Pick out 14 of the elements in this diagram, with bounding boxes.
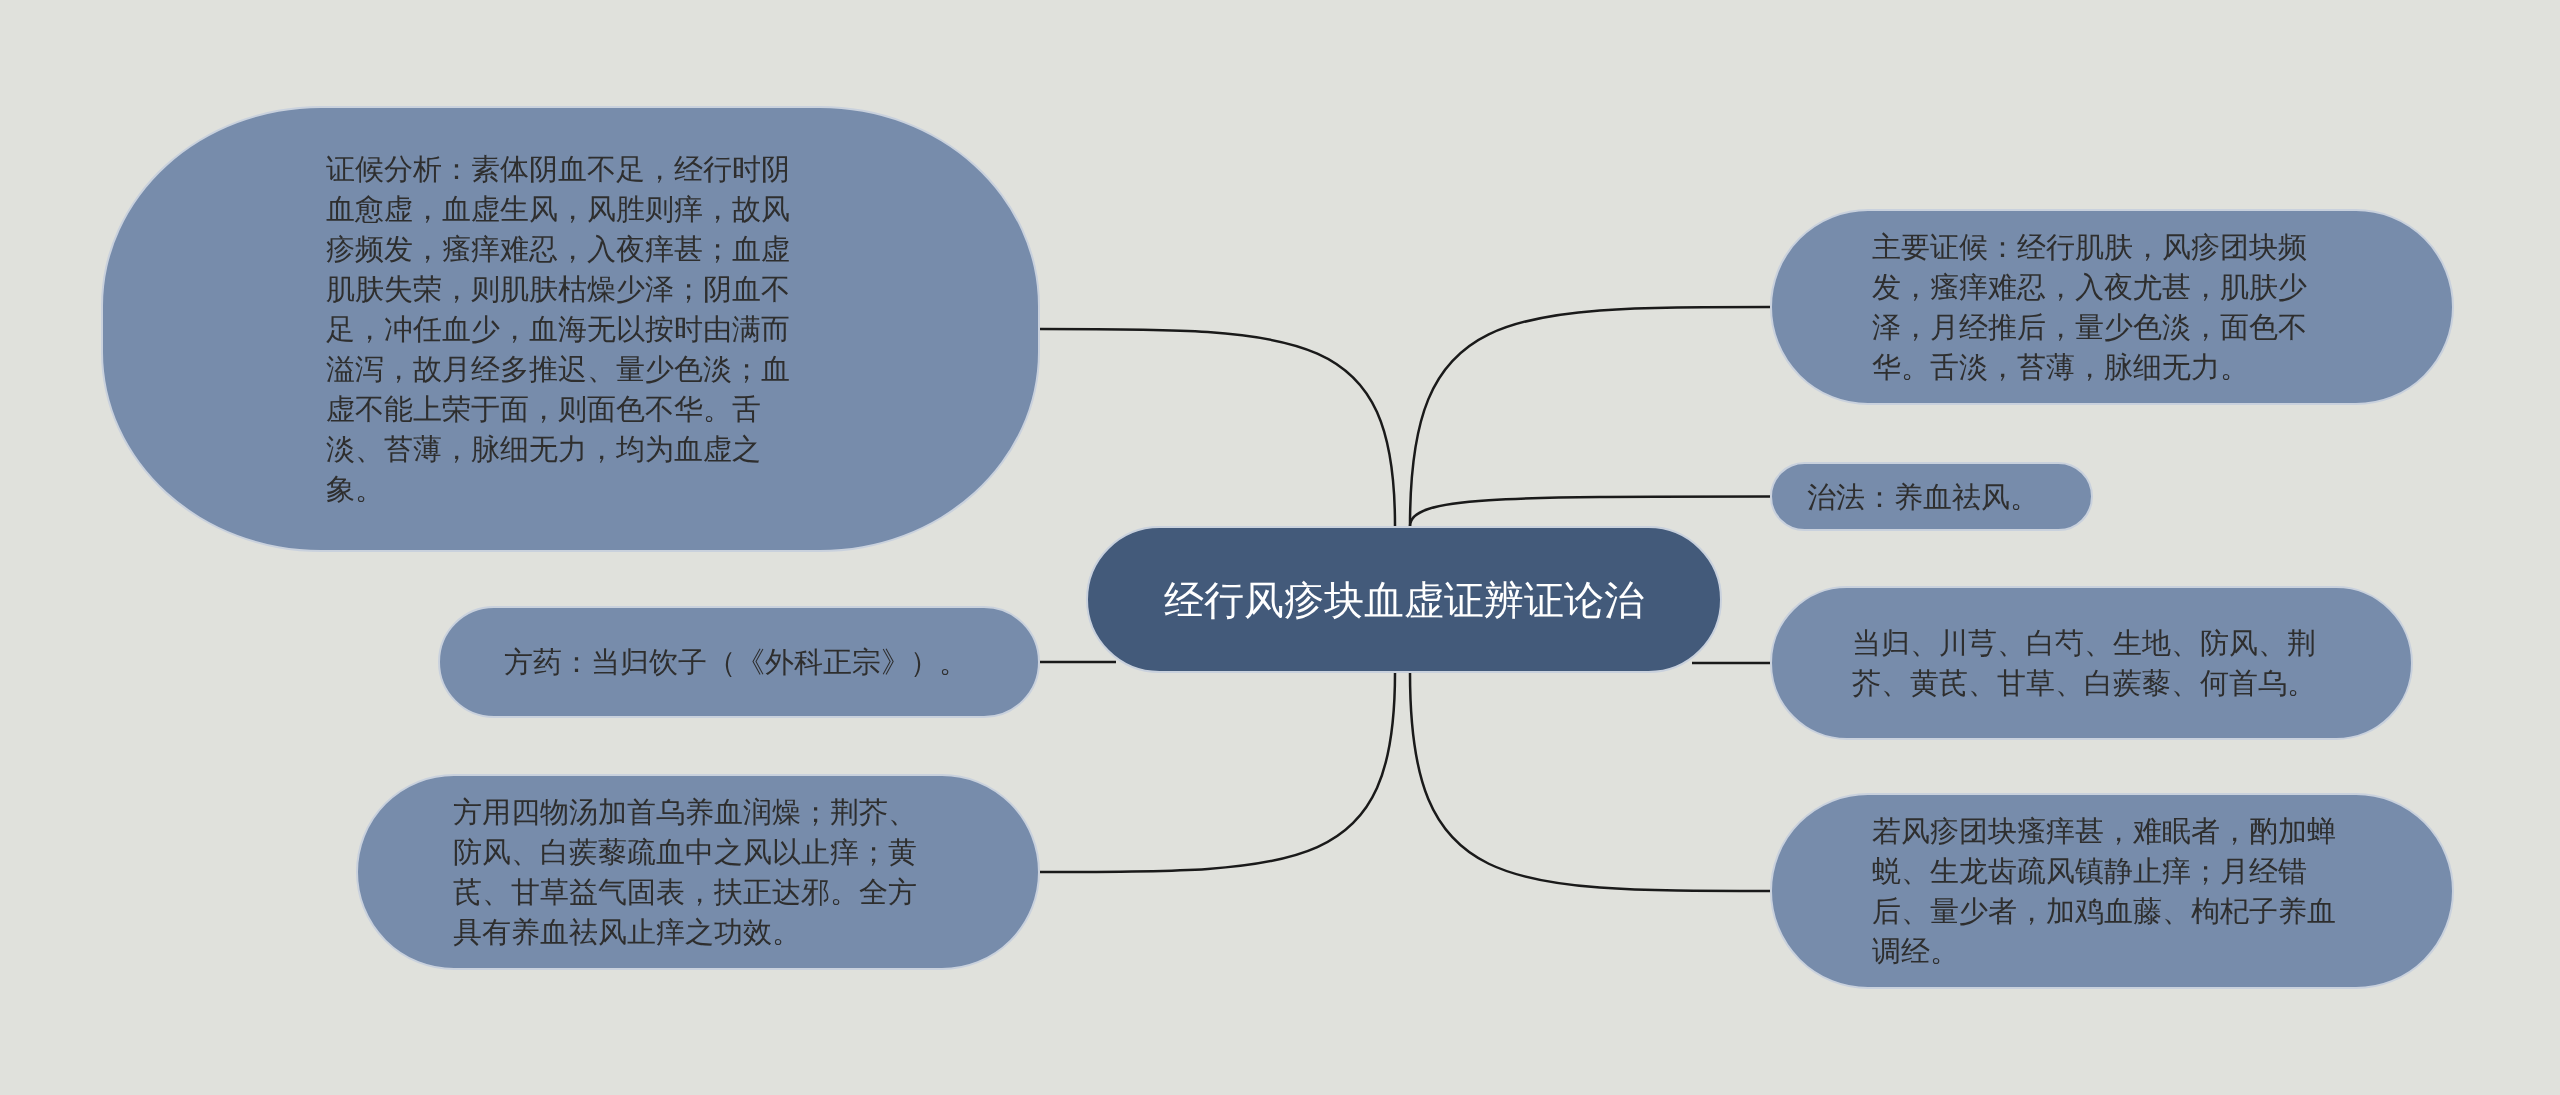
topic-text: 当归、川芎、白芍、生地、防风、荆芥、黄芪、甘草、白蒺藜、何首乌。 [1851, 625, 2317, 702]
central-topic-text: 经行风疹块血虚证辨证论治 [1163, 575, 1645, 625]
connector-line [1040, 672, 1397, 874]
topic-text: 方用四物汤加首乌养血润燥；荆芥、防风、白蒺藜疏血中之风以止痒；黄芪、甘草益气固表，扶正达邪。全方具有养血祛风止痒之功效。 [453, 794, 918, 951]
connector-line [1040, 327, 1397, 527]
topic-text: 证候分析：素体阴血不足，经行时阴血愈虚，血虚生风，风胜则痒，故风疹频发，瘙痒难忍，入夜痒甚；血虚肌肤失荣，则肌肤枯燥少泽；阴血不足，冲任血少，血海无以按时由满而溢泻，故月经多推迟、量少色淡；血虚不能上荣于面，则面色不华。舌淡、苔薄，脉细无力，均为血虚之象。 [325, 151, 791, 508]
topic-text: 方药：当归饮子（《外科正宗》）。 [504, 644, 969, 681]
connector-line [1408, 672, 1770, 893]
connector-line [1408, 495, 1770, 527]
connector-line [1040, 660, 1116, 664]
connector-line [1692, 661, 1770, 665]
topic-text: 主要证候：经行肌肤，风疹团块频发，瘙痒难忍，入夜尤甚，肌肤少泽，月经推后，量少色淡，面色不华。舌淡，苔薄，脉细无力。 [1872, 229, 2308, 386]
topic-text: 若风疹团块瘙痒甚，难眠者，酌加蝉蜕、生龙齿疏风镇静止痒；月经错后、量少者，加鸡血藤、枸杞子养血调经。 [1872, 813, 2337, 970]
topic-text: 治法：养血祛风。 [1806, 478, 2040, 516]
